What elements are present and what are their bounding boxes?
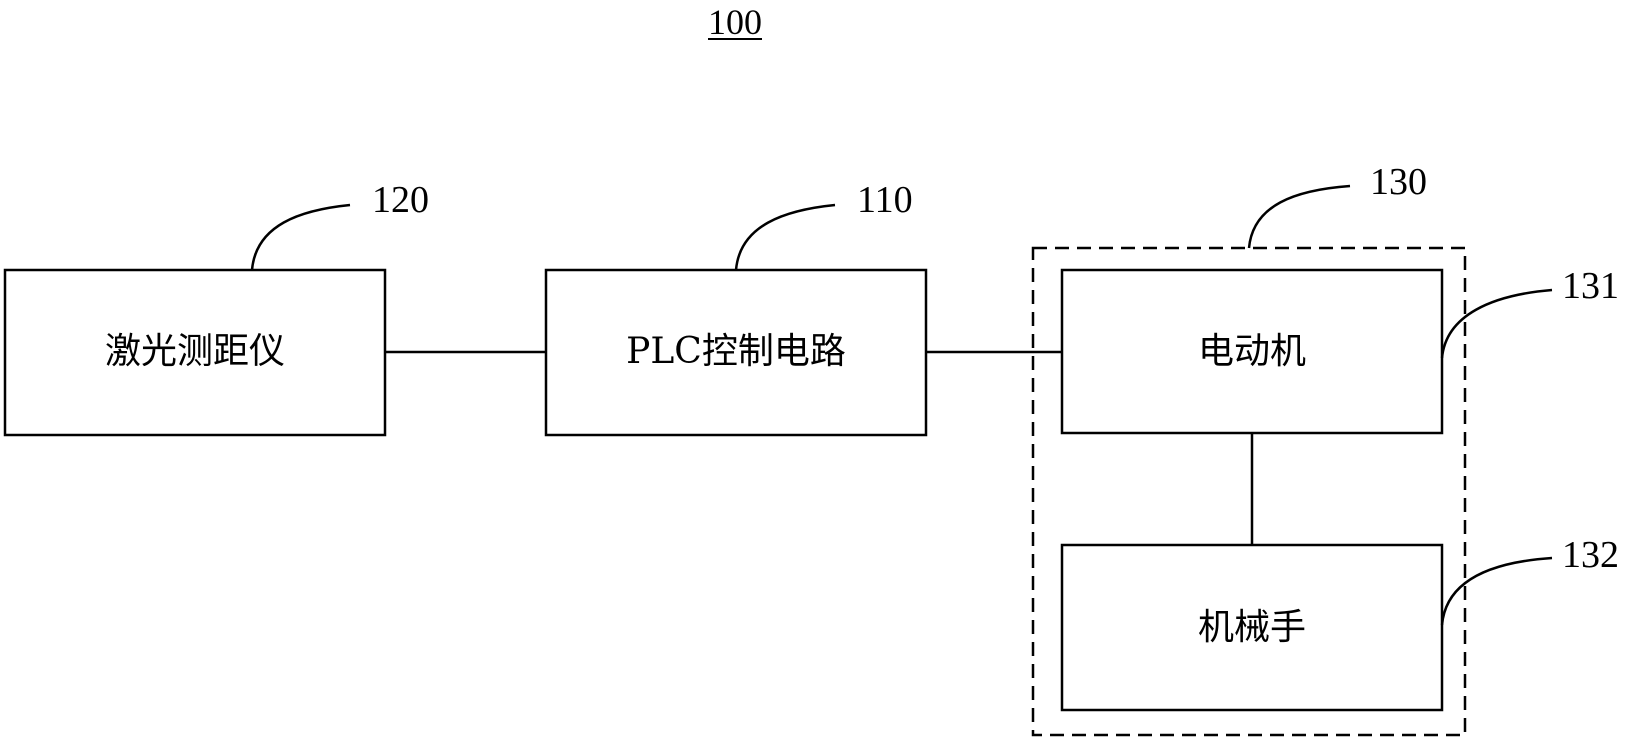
leader-line-132 <box>1440 556 1553 626</box>
actuator-group-dashed-box <box>1031 246 1467 737</box>
leader-line-130 <box>1247 184 1351 249</box>
ref-number-120: 120 <box>372 179 429 221</box>
ref-number-110: 110 <box>857 179 913 221</box>
manipulator-label: 机械手 <box>1197 607 1306 648</box>
ref-number-131: 131 <box>1562 265 1619 307</box>
laser-rangefinder-label: 激光测距仪 <box>104 331 285 372</box>
ref-number-130: 130 <box>1370 161 1427 203</box>
electric-motor-label: 电动机 <box>1197 331 1306 372</box>
leader-line-110 <box>734 203 836 271</box>
leader-line-131 <box>1440 288 1553 359</box>
plc-control-label: PLC控制电路 <box>626 331 846 372</box>
figure-number: 100 <box>708 2 762 42</box>
leader-line-120 <box>250 203 351 271</box>
ref-number-132: 132 <box>1562 534 1619 576</box>
